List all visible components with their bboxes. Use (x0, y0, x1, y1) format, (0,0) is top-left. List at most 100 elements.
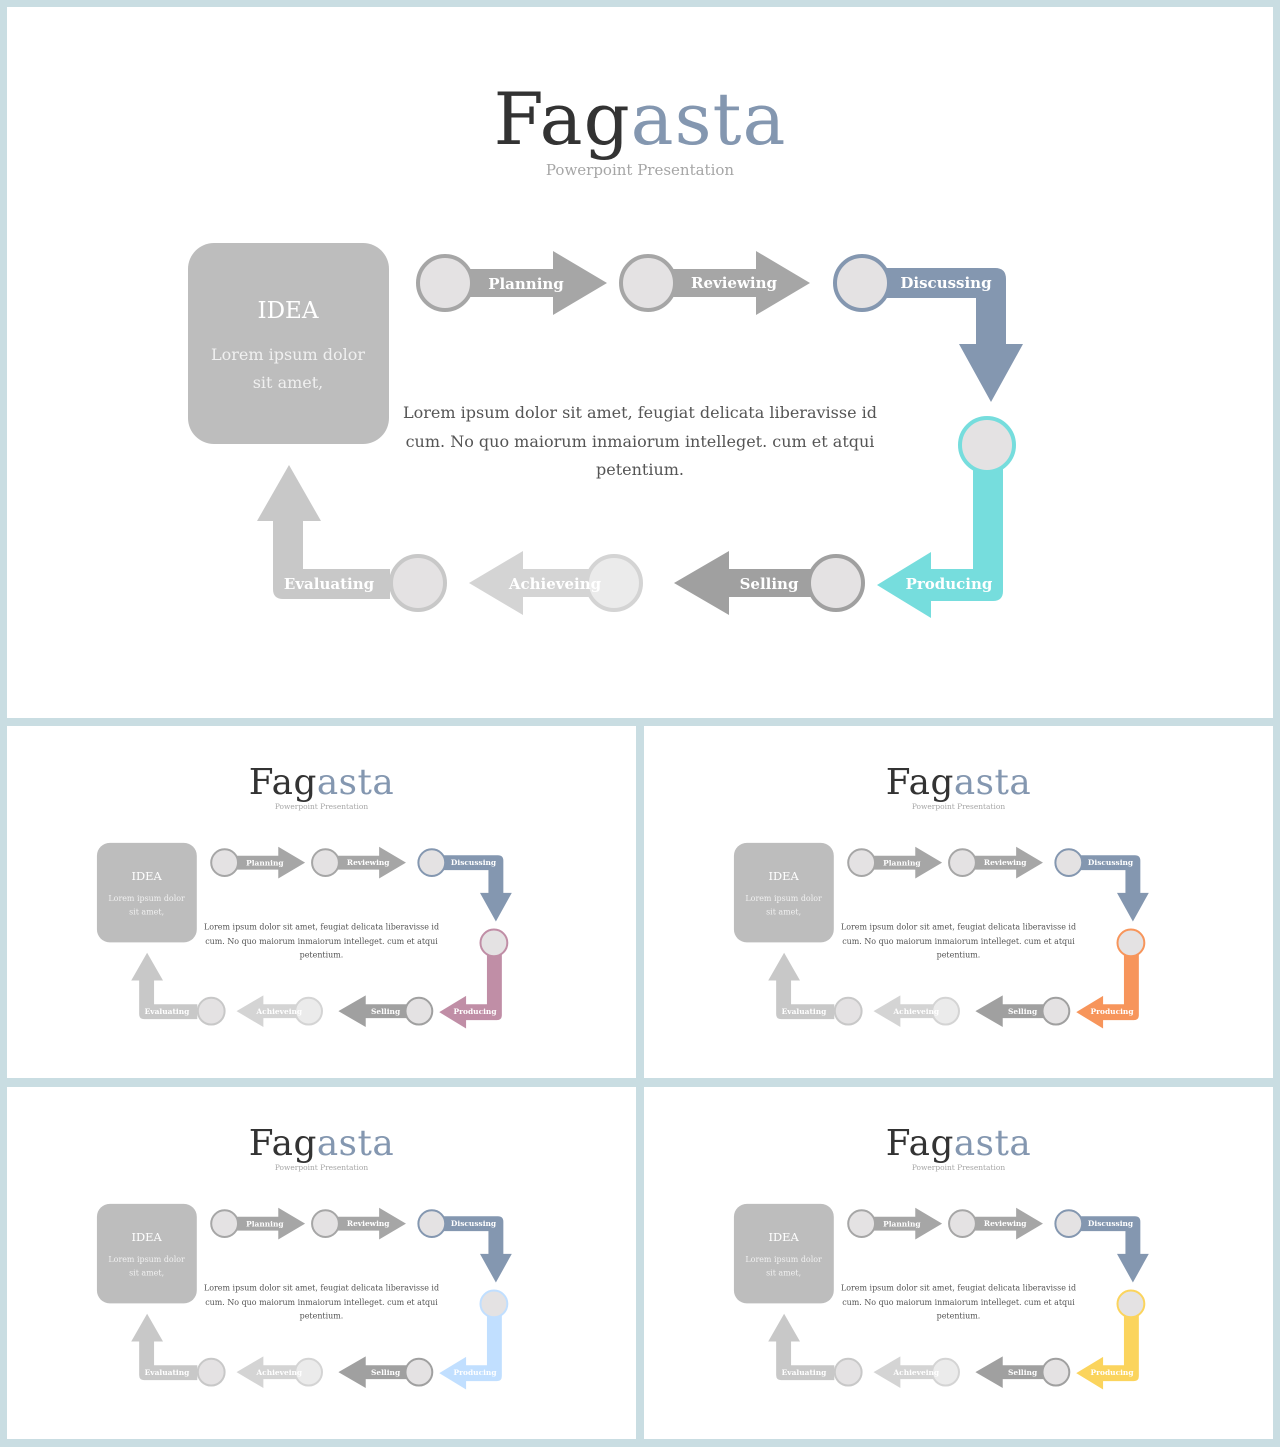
evaluating-arrow (768, 1313, 835, 1381)
planning-circle (210, 848, 240, 877)
achieving-label: Achieveing (255, 1007, 303, 1016)
idea-text: Lorem ipsum dolor (108, 1255, 185, 1264)
subtitle: Powerpoint Presentation (912, 1163, 1005, 1172)
selling-arrow (674, 551, 834, 615)
body-text: Lorem ipsum dolor sit amet, feugiat deli… (841, 1283, 1076, 1292)
achieving-circle (294, 1357, 323, 1387)
achieving-circle (931, 996, 960, 1026)
selling-label: Selling (1008, 1007, 1038, 1016)
discussing-label: Discussing (900, 274, 992, 292)
evaluating-label: Evaluating (782, 1007, 828, 1016)
idea-box (733, 1203, 834, 1304)
producing-circle (479, 928, 509, 958)
achieving-circle (294, 996, 323, 1026)
body-text: petentium. (937, 951, 981, 960)
producing-arrow (877, 447, 1003, 618)
producing-label: Producing (1091, 1007, 1135, 1016)
body-text: petentium. (300, 951, 344, 960)
idea-box (96, 1203, 197, 1304)
idea-title: IDEA (131, 1230, 162, 1244)
reviewing-circle (948, 848, 977, 877)
discussing-circle (1054, 848, 1084, 877)
selling-arrow (975, 1356, 1055, 1389)
evaluating-label: Evaluating (145, 1007, 191, 1016)
reviewing-arrow (326, 846, 406, 879)
page-title: Fagasta (886, 1123, 1031, 1164)
page-title: Fagasta (494, 77, 787, 161)
producing-label: Producing (454, 1007, 498, 1016)
reviewing-circle (619, 254, 677, 312)
body-text: petentium. (937, 1312, 981, 1321)
producing-label: Producing (1091, 1368, 1135, 1377)
achieving-arrow (873, 1356, 945, 1389)
producing-label: Producing (454, 1368, 498, 1377)
body-text: cum. No quo maiorum inmaiorum intelleget… (406, 432, 875, 451)
planning-label: Planning (488, 275, 564, 293)
achieving-label: Achieveing (892, 1368, 940, 1377)
achieving-arrow (236, 1356, 308, 1389)
producing-arrow (1076, 943, 1139, 1029)
page-title: Fagasta (886, 762, 1031, 803)
evaluating-label: Evaluating (145, 1368, 191, 1377)
producing-circle (479, 1289, 509, 1319)
reviewing-label: Reviewing (347, 858, 390, 867)
discussing-circle (833, 254, 891, 312)
idea-text: sit amet, (129, 908, 164, 917)
discussing-arrow (1070, 855, 1149, 922)
selling-arrow (338, 1356, 418, 1389)
producing-arrow (439, 1304, 502, 1390)
reviewing-arrow (963, 846, 1043, 879)
subtitle: Powerpoint Presentation (275, 802, 368, 811)
selling-arrow (975, 995, 1055, 1028)
reviewing-circle (311, 1209, 340, 1238)
reviewing-label: Reviewing (984, 1219, 1027, 1228)
selling-circle (404, 996, 434, 1026)
title-dark-part: Fag (249, 762, 317, 803)
discussing-arrow (865, 268, 1023, 402)
evaluating-arrow (131, 1313, 198, 1381)
planning-label: Planning (246, 1220, 284, 1229)
title-light-part: asta (954, 1123, 1031, 1164)
planning-arrow (447, 251, 607, 315)
producing-label: Producing (906, 575, 993, 593)
title-dark-part: Fag (886, 1123, 954, 1164)
reviewing-arrow (650, 251, 810, 315)
producing-circle (958, 416, 1016, 474)
body-text: cum. No quo maiorum inmaiorum intelleget… (205, 1298, 438, 1307)
evaluating-label: Evaluating (782, 1368, 828, 1377)
discussing-circle (417, 1209, 447, 1238)
selling-circle (404, 1357, 434, 1387)
producing-circle (1116, 928, 1146, 958)
body-text: petentium. (300, 1312, 344, 1321)
title-dark-part: Fag (886, 762, 954, 803)
reviewing-label: Reviewing (984, 858, 1027, 867)
planning-label: Planning (246, 859, 284, 868)
page-title: Fagasta (249, 1123, 394, 1164)
body-text: Lorem ipsum dolor sit amet, feugiat deli… (204, 922, 439, 931)
title-light-part: asta (631, 77, 787, 161)
body-text: cum. No quo maiorum inmaiorum intelleget… (842, 1298, 1075, 1307)
evaluating-arrow (257, 465, 390, 599)
evaluating-circle (389, 554, 447, 612)
idea-text: Lorem ipsum dolor (211, 345, 365, 364)
evaluating-circle (196, 996, 226, 1026)
achieving-arrow (469, 551, 611, 615)
subtitle: Powerpoint Presentation (912, 802, 1005, 811)
achieving-arrow (236, 995, 308, 1028)
producing-arrow (1076, 1304, 1139, 1390)
planning-arrow (862, 846, 943, 879)
idea-text: sit amet, (253, 373, 324, 392)
discussing-circle (417, 848, 447, 877)
evaluating-arrow (131, 952, 198, 1020)
reviewing-label: Reviewing (691, 274, 777, 292)
planning-circle (416, 254, 474, 312)
selling-label: Selling (371, 1007, 401, 1016)
discussing-label: Discussing (1088, 858, 1134, 867)
body-text: Lorem ipsum dolor sit amet, feugiat deli… (204, 1283, 439, 1292)
reviewing-label: Reviewing (347, 1219, 390, 1228)
